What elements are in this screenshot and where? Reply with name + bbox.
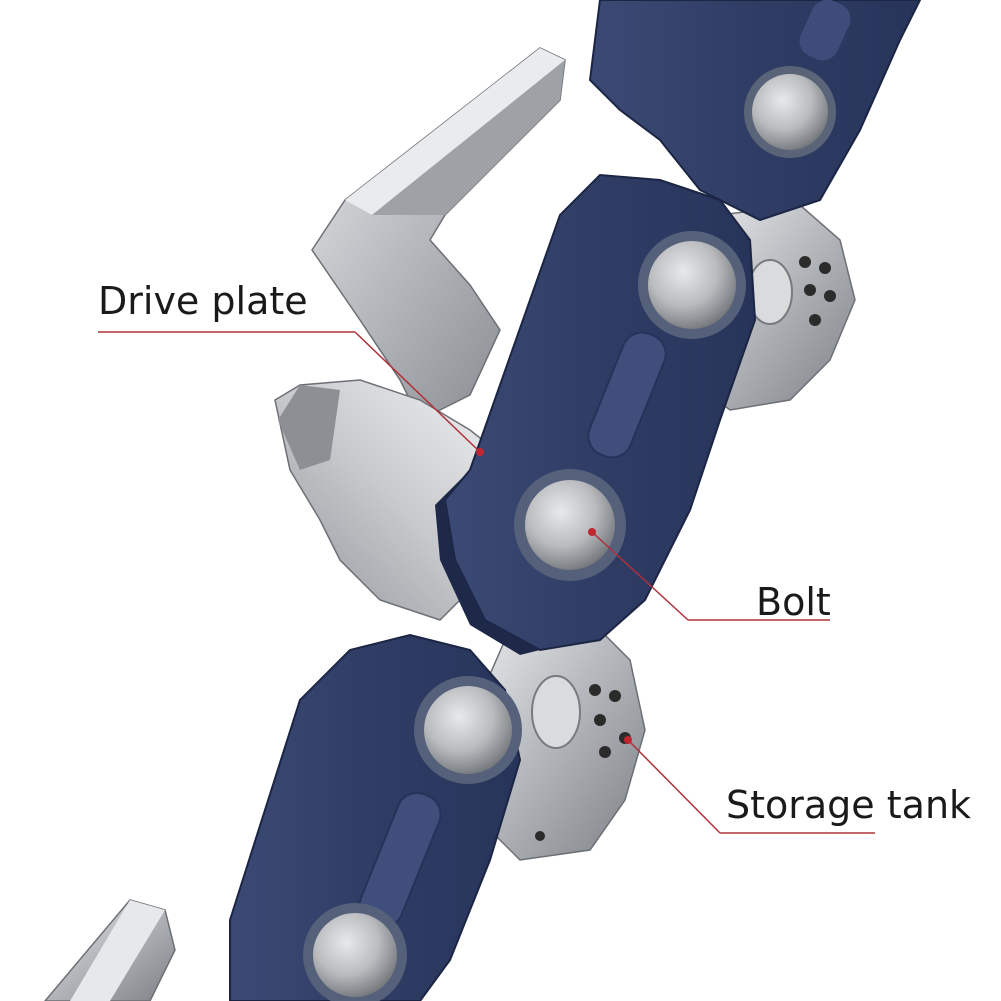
drive-plate-main — [435, 173, 757, 655]
cutter-tooth-lower — [44, 899, 176, 1001]
chrome-link-storage-tank — [469, 619, 646, 861]
cutter-tooth-upper — [311, 47, 566, 422]
leader-bolt — [588, 528, 830, 621]
drive-plate-lower — [229, 633, 522, 1001]
leader-drive-plate — [98, 331, 484, 456]
drive-plate-top — [588, 0, 922, 222]
storage-tank-label: Storage tank — [726, 783, 972, 827]
leader-storage-tank — [624, 736, 875, 834]
bolt-label: Bolt — [756, 580, 831, 624]
drive-plate-label: Drive plate — [98, 279, 308, 323]
